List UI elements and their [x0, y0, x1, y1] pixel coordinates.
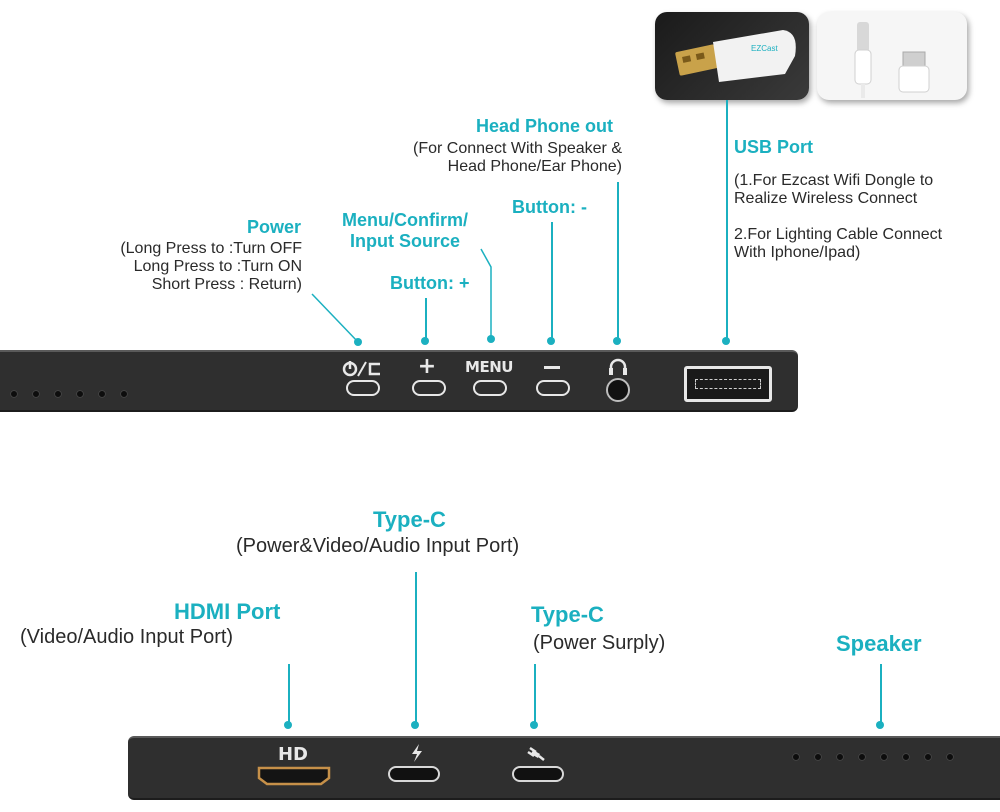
plug-icon [527, 746, 545, 761]
typec-video-leader-line [415, 572, 417, 724]
usb-description-1: (1.For Ezcast Wifi Dongle to Realize Wir… [734, 172, 933, 208]
menu-title-line-2: Input Source [349, 231, 460, 251]
menu-button[interactable]: MENU [462, 356, 518, 396]
dongle-brand-text: EZCast [751, 44, 778, 53]
plus-button-pill [412, 380, 446, 396]
bottom-speaker-hole [902, 753, 910, 761]
typec-power-subtitle: (Power Surply) [533, 632, 666, 654]
bottom-speaker-hole [924, 753, 932, 761]
hdmi-leader-line [288, 664, 290, 724]
usb-port[interactable] [684, 366, 772, 402]
hdmi-port-label: HD [277, 744, 308, 765]
usb-title: USB Port [734, 137, 814, 157]
top-speaker-hole [76, 390, 84, 398]
usb-line-1: (1.For Ezcast Wifi Dongle to [734, 172, 934, 189]
usb-leader-dot [722, 337, 730, 345]
speaker-title: Speaker [836, 631, 922, 656]
headphone-leader-line [617, 182, 619, 340]
typec-video-title: Type-C [373, 507, 446, 532]
minus-leader-line [551, 222, 553, 340]
typec-video-port[interactable] [386, 742, 446, 790]
power-line-1: (Long Press to :Turn OFF [120, 240, 302, 257]
typec-power-title: Type-C [531, 602, 604, 627]
speaker-leader-dot [876, 721, 884, 729]
menu-leader-line [480, 248, 495, 343]
hdmi-title: HDMI Port [174, 599, 281, 624]
bottom-speaker-hole [792, 753, 800, 761]
headphone-jack-hole [606, 378, 630, 402]
hdmi-port[interactable]: HD [255, 742, 335, 790]
usb-line-4: With Iphone/Ipad) [734, 244, 861, 261]
button-plus-title: Button: + [390, 273, 470, 293]
lightning-icon [412, 744, 422, 762]
power-button[interactable] [338, 356, 386, 396]
plus-leader-line [425, 298, 427, 340]
top-speaker-hole [98, 390, 106, 398]
typec-power-leader-dot [530, 721, 538, 729]
power-description: (Long Press to :Turn OFF Long Press to :… [120, 240, 302, 294]
power-line-3: Short Press : Return) [151, 276, 302, 293]
top-speaker-hole [32, 390, 40, 398]
speaker-leader-line [880, 664, 882, 724]
headphone-icon [609, 358, 627, 375]
menu-button-label: MENU [465, 358, 513, 376]
minus-button[interactable] [532, 356, 572, 396]
headphone-line-1: (For Connect With Speaker & [413, 140, 622, 157]
lightning-cable-photo [817, 12, 967, 100]
hdmi-leader-dot [284, 721, 292, 729]
typec-video-leader-dot [411, 721, 419, 729]
power-leader-line [311, 293, 362, 346]
usb-leader-line [726, 100, 728, 340]
minus-leader-dot [547, 337, 555, 345]
typec-power-port[interactable] [510, 742, 570, 790]
power-button-pill [346, 380, 380, 396]
headphone-jack[interactable] [600, 356, 636, 406]
top-speaker-hole [120, 390, 128, 398]
minus-button-pill [536, 380, 570, 396]
bottom-speaker-hole [858, 753, 866, 761]
typec-video-subtitle: (Power&Video/Audio Input Port) [236, 535, 520, 557]
menu-title-line-1: Menu/Confirm/ [342, 210, 468, 230]
plus-icon: + [417, 354, 437, 379]
bottom-speaker-hole [946, 753, 954, 761]
power-line-2: Long Press to :Turn ON [133, 258, 302, 275]
minus-icon [544, 366, 560, 369]
menu-title: Menu/Confirm/ Input Source [342, 210, 468, 252]
hdmi-port-shape [257, 766, 331, 786]
menu-button-pill [473, 380, 507, 396]
usb-line-3: 2.For Lighting Cable Connect [734, 226, 943, 243]
top-device-edge [0, 350, 798, 412]
typec-video-port-shape [388, 766, 440, 782]
bottom-speaker-hole [836, 753, 844, 761]
power-title: Power [247, 217, 302, 237]
headphone-title: Head Phone out [476, 116, 614, 136]
top-speaker-hole [10, 390, 18, 398]
headphone-description: (For Connect With Speaker & Head Phone/E… [413, 140, 622, 176]
bottom-speaker-hole [814, 753, 822, 761]
headphone-leader-dot [613, 337, 621, 345]
typec-power-port-shape [512, 766, 564, 782]
bottom-speaker-hole [880, 753, 888, 761]
button-minus-title: Button: - [512, 197, 587, 217]
power-return-icon [342, 361, 380, 377]
typec-power-leader-line [534, 664, 536, 724]
headphone-line-2: Head Phone/Ear Phone) [447, 158, 622, 175]
usb-description-2: 2.For Lighting Cable Connect With Iphone… [734, 226, 942, 262]
hdmi-subtitle: (Video/Audio Input Port) [20, 626, 234, 648]
usb-line-2: Realize Wireless Connect [734, 190, 918, 207]
top-speaker-hole [54, 390, 62, 398]
plus-button[interactable]: + [408, 354, 448, 396]
usb-port-tongue [695, 379, 761, 389]
plus-leader-dot [421, 337, 429, 345]
ezcast-dongle-photo: EZCast [655, 12, 809, 100]
